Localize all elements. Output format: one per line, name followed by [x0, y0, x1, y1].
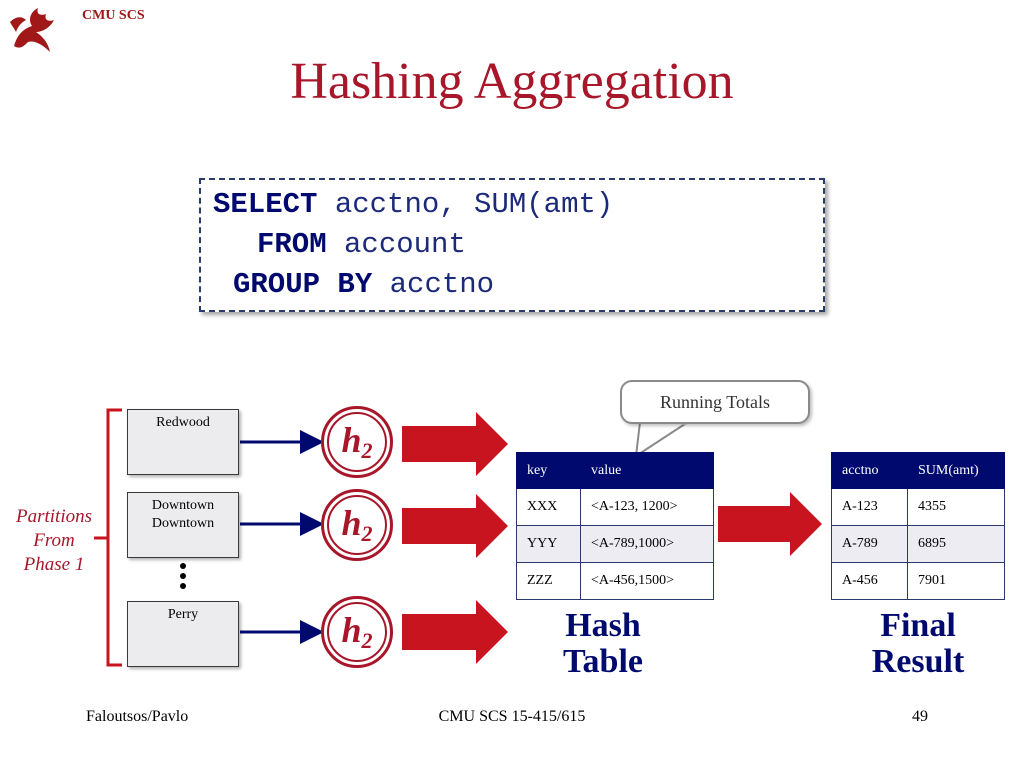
sql-code: account	[344, 228, 466, 261]
table-row: YYY <A-789,1000>	[516, 525, 714, 563]
column-header: acctno	[831, 452, 908, 489]
table-cell: <A-456,1500>	[580, 562, 714, 600]
final-result-table: acctno SUM(amt) A-123 4355 A-789 6895 A-…	[831, 452, 1005, 600]
hash-subscript: 2	[361, 628, 373, 653]
table-cell: 4355	[907, 488, 1005, 526]
hash-symbol: h	[341, 503, 362, 543]
hash-function-badge: h2	[321, 596, 393, 668]
table-cell: 7901	[907, 562, 1005, 600]
column-header: value	[580, 452, 714, 489]
partitions-label: Partitions From Phase 1	[4, 505, 104, 577]
hash-symbol: h	[341, 420, 362, 460]
cmu-scs-logo	[10, 8, 54, 52]
footer-authors: Faloutsos/Pavlo	[86, 708, 189, 725]
running-totals-callout: Running Totals	[620, 380, 810, 424]
table-cell: <A-123, 1200>	[580, 488, 714, 526]
result-arrow	[718, 492, 822, 556]
table-row: A-789 6895	[831, 525, 1005, 563]
sql-keyword: GROUP BY	[233, 268, 373, 301]
sql-line-from: FROM account	[257, 228, 466, 261]
table-cell: ZZZ	[516, 562, 581, 600]
table-cell: A-123	[831, 488, 908, 526]
table-cell: 6895	[907, 525, 1005, 563]
table-row: ZZZ <A-456,1500>	[516, 562, 714, 600]
slide-title: Hashing Aggregation	[290, 53, 734, 110]
partition-downtown: Downtown Downtown	[127, 492, 239, 558]
column-header: SUM(amt)	[907, 452, 1005, 489]
table-row: A-123 4355	[831, 488, 1005, 526]
sql-keyword: SELECT	[213, 188, 318, 221]
sql-line-select: SELECT acctno, SUM(amt)	[213, 188, 613, 221]
table-cell: XXX	[516, 488, 581, 526]
hash-function-badge: h2	[321, 406, 393, 478]
hash-subscript: 2	[361, 521, 373, 546]
sql-query-box: SELECT acctno, SUM(amt) FROM account GRO…	[199, 178, 825, 312]
ellipsis-dot	[180, 573, 186, 579]
table-row: XXX <A-123, 1200>	[516, 488, 714, 526]
partitions-bracket	[106, 408, 122, 667]
partitions-label-line: Partitions	[15, 506, 92, 527]
sql-code: acctno	[389, 268, 495, 301]
sql-keyword: FROM	[257, 228, 327, 261]
table-header-row: acctno SUM(amt)	[831, 452, 1005, 489]
hash-output-arrow	[402, 494, 508, 558]
ellipsis-dot	[180, 563, 186, 569]
hash-function-badge: h2	[321, 489, 393, 561]
partitions-label-line: Phase 1	[23, 554, 85, 575]
footer-course: CMU SCS 15-415/615	[438, 708, 586, 725]
hash-subscript: 2	[361, 438, 373, 463]
column-header: key	[516, 452, 581, 489]
table-cell: <A-789,1000>	[580, 525, 714, 563]
table-cell: YYY	[516, 525, 581, 563]
callout-tail	[634, 421, 692, 459]
partition-redwood: Redwood	[127, 409, 239, 475]
hash-table: key value XXX <A-123, 1200> YYY <A-789,1…	[516, 452, 714, 600]
org-name: CMU SCS	[82, 8, 145, 23]
ellipsis-dot	[180, 583, 186, 589]
table-row: A-456 7901	[831, 562, 1005, 600]
table-header-row: key value	[516, 452, 714, 489]
hash-output-arrow	[402, 600, 508, 664]
hash-output-arrow	[402, 412, 508, 476]
partitions-label-line: From	[33, 530, 75, 551]
table-cell: A-456	[831, 562, 908, 600]
sql-code: acctno, SUM(amt)	[334, 188, 614, 221]
hash-symbol: h	[341, 610, 362, 650]
partition-perry: Perry	[127, 601, 239, 667]
final-result-label: Final Result	[871, 607, 965, 680]
table-cell: A-789	[831, 525, 908, 563]
hash-table-label: Hash Table	[562, 607, 643, 680]
sql-line-group-by: GROUP BY acctno	[233, 268, 494, 301]
page-number: 49	[912, 708, 928, 725]
